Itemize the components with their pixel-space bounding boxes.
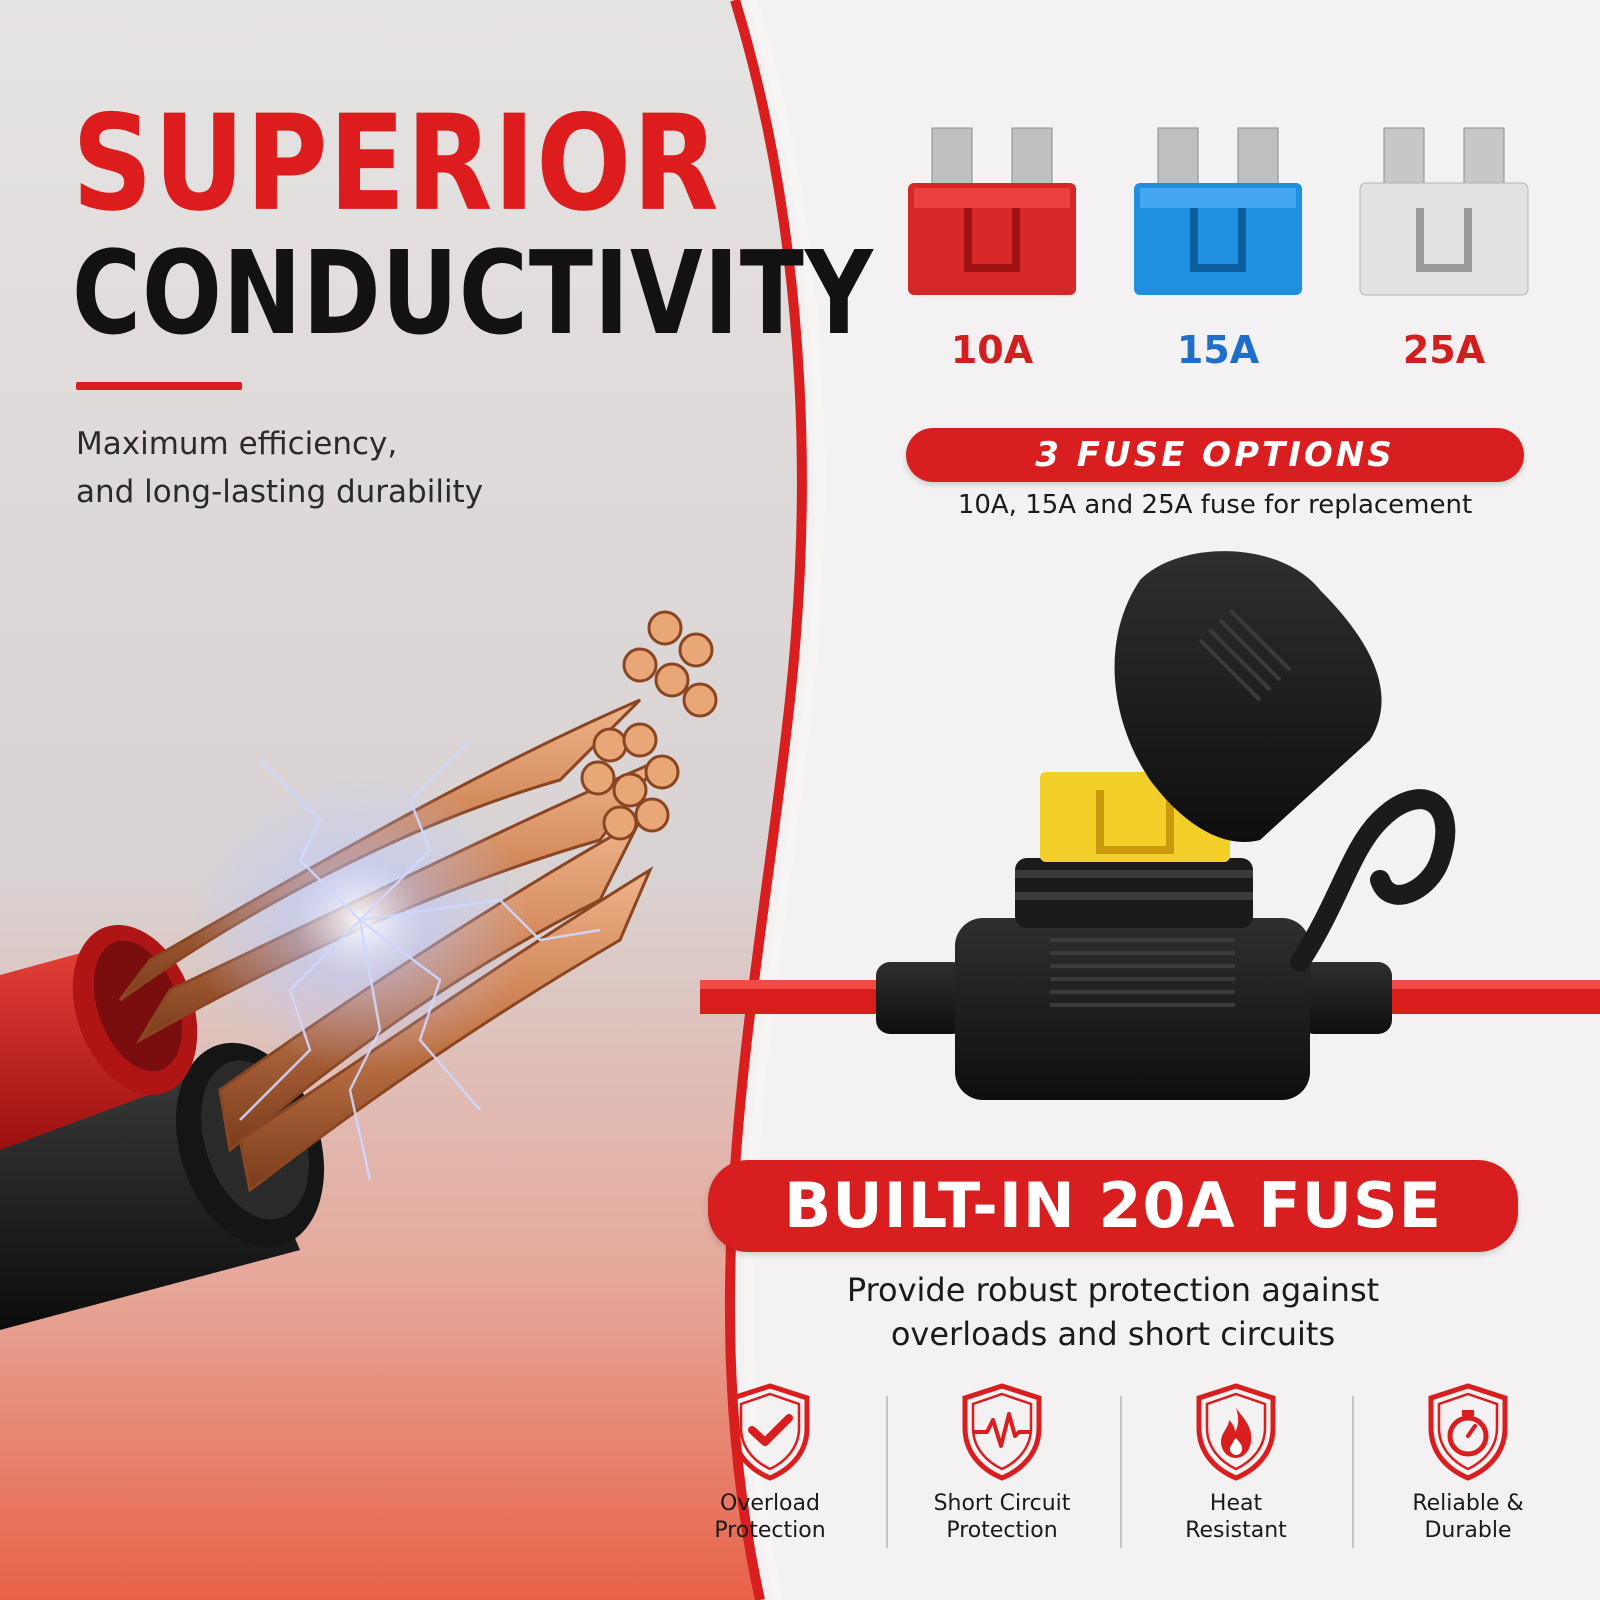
fuse-15a-image xyxy=(1134,127,1302,295)
fuse-label-25a: 25A xyxy=(1402,328,1486,372)
fuse-options-subtitle: 10A, 15A and 25A fuse for replacement xyxy=(957,490,1473,520)
fuse-25a-image xyxy=(1359,127,1529,296)
feature-label-line2: Protection xyxy=(714,1518,826,1543)
title-conductivity: CONDUCTIVITY xyxy=(72,228,874,362)
fuse-options-banner: 3 FUSE OPTIONS xyxy=(906,428,1524,482)
feature-divider xyxy=(1352,1396,1354,1548)
title-underline xyxy=(76,382,242,390)
feature-label-line2: Resistant xyxy=(1185,1518,1287,1543)
feature-label-line1: Reliable & xyxy=(1412,1491,1524,1516)
feature-label-line2: Durable xyxy=(1424,1518,1512,1543)
shield-pulse-icon xyxy=(962,1383,1042,1481)
title-superior: SUPERIOR xyxy=(72,87,720,241)
fuse-10a-image xyxy=(908,127,1076,295)
builtin-fuse-banner: BUILT-IN 20A FUSE xyxy=(708,1160,1518,1252)
feature-label-line2: Protection xyxy=(946,1518,1058,1543)
builtin-fuse-subtitle: Provide robust protection against overlo… xyxy=(708,1268,1518,1356)
shield-check-icon xyxy=(730,1383,810,1481)
shield-flame-icon xyxy=(1196,1383,1276,1481)
feature-divider xyxy=(1120,1396,1122,1548)
builtin-fuse-subtitle-line2: overloads and short circuits xyxy=(890,1315,1336,1353)
shield-stopwatch-icon xyxy=(1428,1383,1508,1481)
left-subtitle-line2: and long-lasting durability xyxy=(76,474,484,510)
feature-label-line1: Short Circuit xyxy=(933,1491,1071,1516)
feature-heat-resistant: Heat Resistant xyxy=(1126,1382,1346,1544)
left-subtitle: Maximum efficiency, and long-lasting dur… xyxy=(76,420,483,516)
feature-label-line1: Overload xyxy=(720,1491,820,1516)
feature-reliable-durable: Reliable & Durable xyxy=(1358,1382,1578,1544)
feature-divider xyxy=(886,1396,888,1548)
fuse-label-10a: 10A xyxy=(950,328,1034,372)
left-subtitle-line1: Maximum efficiency, xyxy=(76,426,398,462)
cable-illustration xyxy=(0,610,718,1330)
feature-label-line1: Heat xyxy=(1209,1491,1263,1516)
fuse-label-15a: 15A xyxy=(1176,328,1260,372)
feature-overload-protection: Overload Protection xyxy=(660,1382,880,1544)
red-curve-border xyxy=(724,0,807,1600)
feature-short-circuit-protection: Short Circuit Protection xyxy=(892,1382,1112,1544)
fuse-holder-image xyxy=(700,551,1600,1100)
builtin-fuse-subtitle-line1: Provide robust protection against xyxy=(846,1271,1380,1309)
